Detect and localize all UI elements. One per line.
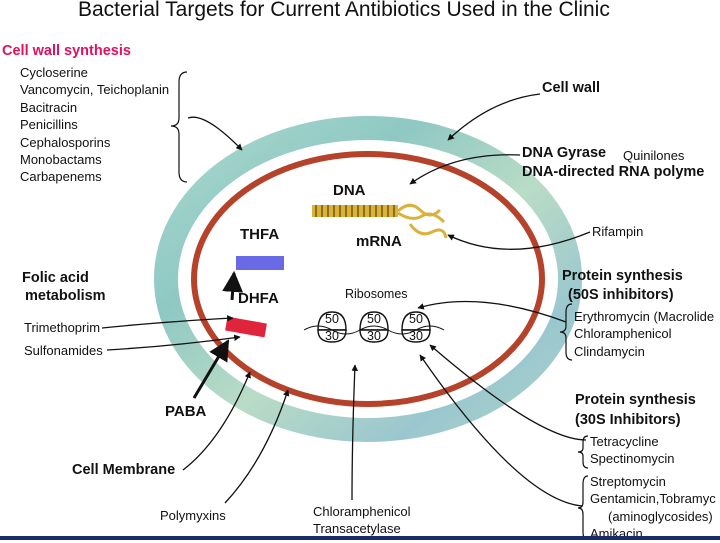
cell-wall-label: Cell wall [542, 80, 601, 96]
ribosome-50-label: 50 [367, 312, 381, 326]
ribosome-50-label: 50 [325, 312, 339, 326]
protein-50s-drug-list: Erythromycin (Macrolide Chloramphenicol … [574, 308, 714, 360]
cell-wall-synthesis-heading: Cell wall synthesis [2, 43, 131, 59]
thfa-bar [236, 256, 284, 270]
drug-name: Monobactams [20, 152, 102, 168]
dna-gyrase-drug: Quinilones [623, 148, 685, 163]
drug-name: Amikacin [590, 526, 643, 542]
ribosome-30-label: 30 [367, 329, 381, 343]
paba-label: PABA [165, 403, 207, 420]
ribosomes-label: Ribosomes [345, 287, 408, 301]
thfa-label: THFA [240, 226, 280, 243]
folic-acid-heading-1: Folic acid [22, 270, 89, 286]
cell-wall-drug-list: Cycloserine Vancomycin, Teichoplanin Bac… [20, 64, 169, 186]
protein-30s-group-1: Tetracycline Spectinomycin [590, 433, 675, 468]
drug-name: Cephalosporins [20, 134, 111, 150]
cell-membrane-label: Cell Membrane [72, 462, 176, 478]
cell-wall-bracket [170, 71, 188, 183]
drug-name: Clindamycin [574, 343, 645, 359]
rifampin-label: Rifampin [592, 224, 644, 239]
protein-50s-heading-2: (50S inhibitors) [568, 287, 674, 303]
chloramphenicol-transacetylase-2: Transacetylase [313, 521, 401, 536]
chloramphenicol-transacetylase-1: Chloramphenicol [313, 504, 411, 519]
dhfa-label: DHFA [238, 290, 279, 307]
drug-name: Vancomycin, Teichoplanin [20, 82, 170, 98]
drug-name: Spectinomycin [590, 451, 675, 467]
protein-30s-heading-1: Protein synthesis [575, 392, 696, 408]
drug-name: Penicillins [20, 117, 78, 133]
drug-name: Gentamicin,Tobramyc [590, 491, 716, 507]
rna-polymerase-label: DNA-directed RNA polyme [522, 164, 705, 180]
ribosome-icon-2 [359, 311, 389, 343]
dna-gyrase-label: DNA Gyrase [522, 145, 607, 161]
cell-wall-ring [154, 116, 582, 442]
ribosome-30-label: 30 [325, 329, 339, 343]
ribosome-30-label: 30 [409, 329, 423, 343]
dhfa-bar [225, 316, 267, 338]
dna-helix-icon [312, 203, 448, 239]
protein-50s-heading-1: Protein synthesis [562, 268, 683, 284]
drug-name: Tetracycline [590, 434, 659, 449]
protein-30s-heading-2: (30S Inhibitors) [575, 412, 681, 428]
drug-name: Carbapenems [20, 169, 102, 185]
drug-name: Chloramphenicol [574, 326, 672, 342]
polymyxins-label: Polymyxins [160, 508, 226, 523]
folic-acid-heading-2: metabolism [25, 288, 106, 304]
ribosome-icon-3 [401, 311, 431, 343]
drug-name: (aminoglycosides) [608, 508, 713, 524]
mrna-label: mRNA [356, 233, 402, 250]
cell-membrane-ring [191, 151, 545, 407]
ribosome-50-label: 50 [409, 312, 423, 326]
dna-label: DNA [333, 182, 366, 199]
bracket-50s [559, 303, 573, 361]
drug-name: Streptomycin [590, 474, 666, 489]
drug-name: Bacitracin [20, 99, 78, 115]
protein-30s-group-2: Streptomycin Gentamicin,Tobramyc (aminog… [590, 473, 716, 543]
sulfonamides-label: Sulfonamides [24, 343, 103, 358]
page-title: Bacterial Targets for Current Antibiotic… [78, 0, 610, 21]
trimethoprim-label: Trimethoprim [24, 320, 101, 335]
bracket-30s-a [577, 435, 589, 469]
drug-name: Erythromycin (Macrolide [574, 309, 715, 324]
bottom-border [0, 536, 720, 540]
bracket-30s-b [577, 475, 589, 540]
drug-name: Cycloserine [20, 65, 88, 80]
